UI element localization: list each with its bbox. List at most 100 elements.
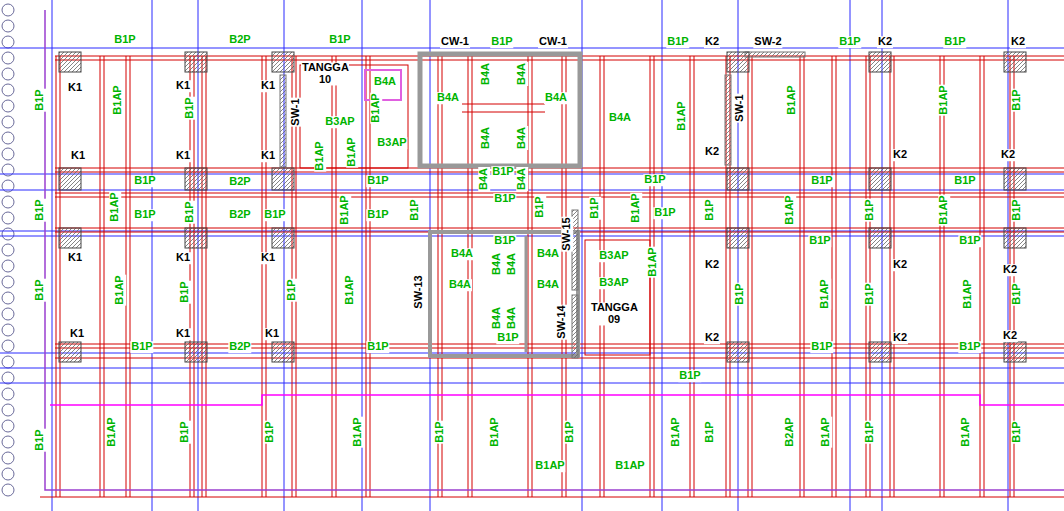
member-tag: K2 xyxy=(892,149,908,161)
beam-label: B1P xyxy=(286,278,298,301)
beam-label: B1P xyxy=(133,175,156,187)
grid-bubble xyxy=(2,324,14,336)
member-tag: K2 xyxy=(704,146,720,158)
beam-label: B1P xyxy=(34,278,46,301)
member-tag: TANGGA 10 xyxy=(301,62,349,85)
beam-label: B4A xyxy=(506,252,518,276)
member-tag: SW-1 xyxy=(290,97,302,126)
columns xyxy=(59,52,1026,362)
grid-bubble xyxy=(2,356,14,368)
beam-label: B1P xyxy=(34,428,46,451)
grid-bubble xyxy=(2,388,14,400)
beam-label: B4A xyxy=(544,92,568,104)
beam-label: B1P xyxy=(958,235,981,247)
grid-bubble xyxy=(2,228,14,240)
beam-label: B1P xyxy=(496,332,519,344)
beam-label: B1P xyxy=(328,34,351,46)
member-tag: K1 xyxy=(264,328,280,340)
beam-label: B1AP xyxy=(647,246,659,277)
beam-label: B1AP xyxy=(344,274,356,305)
beam-label: B1P xyxy=(1011,420,1023,443)
beam-label: B2P xyxy=(228,209,251,221)
beam-label: B1P xyxy=(653,207,676,219)
beam-label: B1P xyxy=(490,36,513,48)
member-tag: K1 xyxy=(67,252,83,264)
beam-label: B1AP xyxy=(938,84,950,115)
beam-label: B1P xyxy=(589,196,601,219)
beam-label: B4A xyxy=(450,248,474,260)
beam-label: B4A xyxy=(480,62,492,86)
beam-label: B1P xyxy=(264,420,276,443)
beam-label: B4A xyxy=(536,248,560,260)
beam-label: B1P xyxy=(643,174,666,186)
beam-label: B1P xyxy=(34,88,46,111)
member-tag: K1 xyxy=(260,150,276,162)
grid-bubbles xyxy=(2,4,14,496)
beam-label: B1AP xyxy=(960,416,972,447)
member-tag: K2 xyxy=(892,259,908,271)
member-tag: CW-1 xyxy=(440,36,470,48)
beam-label: B1AP xyxy=(614,460,645,472)
beam-label: B1AP xyxy=(676,100,688,131)
beam-label: B1P xyxy=(179,280,191,303)
member-tag: K1 xyxy=(260,80,276,92)
grid-bubble xyxy=(2,244,14,256)
beam-label: B4A xyxy=(480,126,492,150)
beam-label: B1P xyxy=(1011,282,1023,305)
member-tag: SW-2 xyxy=(753,36,782,48)
beam-label: B3AP xyxy=(598,250,629,262)
grid-bubble xyxy=(2,260,14,272)
beam-label: B1AP xyxy=(112,84,124,115)
beam-label: B1P xyxy=(409,198,421,221)
beam-label: B4A xyxy=(608,112,632,124)
member-tag: SW-1 xyxy=(734,93,746,122)
member-tag: SW-14 xyxy=(556,304,568,339)
grid-bubble xyxy=(2,20,14,32)
grid-bubble xyxy=(2,196,14,208)
beam-label: B1AP xyxy=(784,194,796,225)
grid-bubble xyxy=(2,36,14,48)
beam-label: B1AP xyxy=(346,136,358,167)
member-tag: K2 xyxy=(1010,36,1026,48)
beam-label: B1AP xyxy=(352,416,364,447)
beam-lines xyxy=(40,56,1064,497)
grid-bubble xyxy=(2,132,14,144)
beam-label: B1P xyxy=(366,209,389,221)
beam-label: B1P xyxy=(666,36,689,48)
beam-label: B2AP xyxy=(784,416,796,447)
beam-label: B1P xyxy=(34,198,46,221)
member-tag: K2 xyxy=(704,259,720,271)
beam-label: B3AP xyxy=(598,277,629,289)
grid-bubble xyxy=(2,372,14,384)
member-tag: K2 xyxy=(704,36,720,48)
member-tag: K1 xyxy=(175,150,191,162)
grid-bubble xyxy=(2,276,14,288)
beam-label: B1P xyxy=(184,96,196,119)
grid-bubble xyxy=(2,340,14,352)
beam-label: B1P xyxy=(810,341,833,353)
member-tag: K2 xyxy=(892,332,908,344)
grid-bubble xyxy=(2,404,14,416)
member-tag: TANGGA 09 xyxy=(590,302,638,325)
beam-label: B4A xyxy=(491,252,503,276)
beam-label: B1AP xyxy=(314,140,326,171)
beam-label: B1P xyxy=(943,36,966,48)
member-tag: K1 xyxy=(175,328,191,340)
beam-label: B4A xyxy=(516,126,528,150)
member-tag: SW-13 xyxy=(413,274,425,309)
beam-label: B1P xyxy=(953,175,976,187)
stairs xyxy=(300,65,650,355)
beam-label: B1P xyxy=(958,341,981,353)
beam-label: B3AP xyxy=(376,137,407,149)
beam-label: B2P xyxy=(228,341,251,353)
beam-label: B1AP xyxy=(534,460,565,472)
grid-bubble xyxy=(2,420,14,432)
grid-bubble xyxy=(2,52,14,64)
grid-bubble xyxy=(2,292,14,304)
grid-bubble xyxy=(2,4,14,16)
member-tag: K1 xyxy=(69,328,85,340)
beam-label: B1P xyxy=(1011,88,1023,111)
grid-bubble xyxy=(2,68,14,80)
